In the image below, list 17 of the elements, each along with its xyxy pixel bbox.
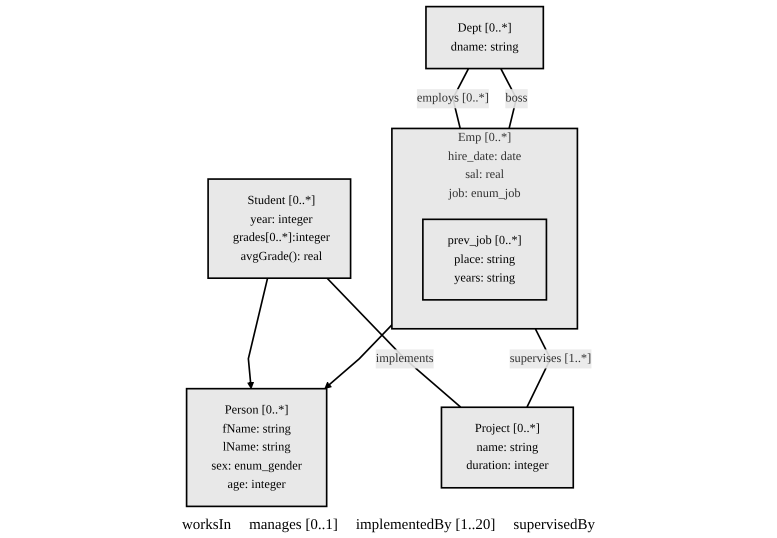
role-name: implementedBy [1..20] <box>356 517 496 534</box>
node-box: Dept [0..*] dname: string <box>424 6 544 70</box>
role-name: supervisedBy <box>513 517 596 534</box>
role-name: manages [0..1] <box>249 517 338 534</box>
arrow <box>246 278 268 389</box>
node-box: Person [0..*] fName: string lName: string sex: enum_gender age: integer <box>185 388 328 508</box>
node-box: prev_job [0..*] place: string years: string <box>422 218 547 301</box>
edge-label: implements <box>375 352 434 366</box>
arrow <box>324 324 392 389</box>
connector <box>500 68 517 129</box>
edge-label: supervises [1..*] <box>509 352 591 366</box>
node-box: Project [0..*] name: string duration: integer <box>440 406 574 489</box>
role-name: worksIn <box>182 517 232 534</box>
edge-label: employs [0..*] <box>416 92 488 105</box>
edge-label: boss <box>504 92 528 105</box>
node-box: Student [0..*] year: integer grades[0..*]:integer avgGrade(): real <box>206 178 351 279</box>
connector <box>326 278 461 408</box>
